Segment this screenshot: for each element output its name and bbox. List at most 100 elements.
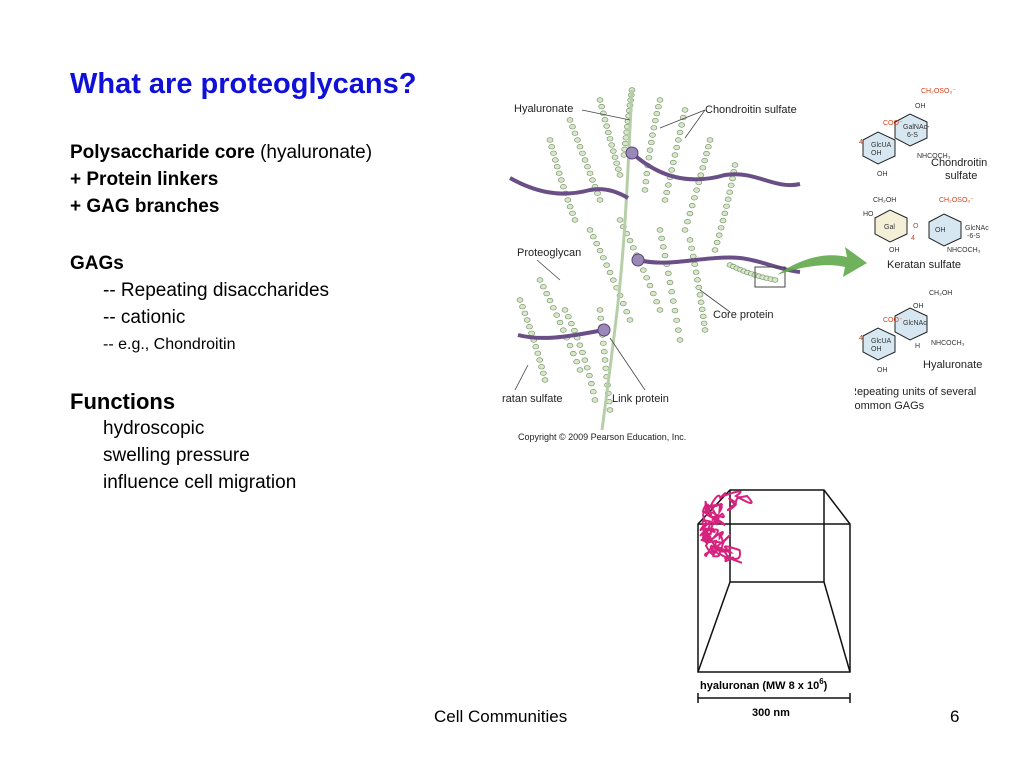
- callout-box: [754, 266, 786, 288]
- gag-bead: [661, 197, 669, 203]
- gag-bead: [603, 262, 610, 268]
- gag-bead: [693, 187, 700, 193]
- gag-bead: [546, 137, 554, 143]
- gag-bead: [543, 291, 551, 297]
- chem-label: GlcUA: [871, 338, 892, 345]
- scale-label: 300 nm: [752, 707, 790, 719]
- gag-bead: [668, 289, 675, 295]
- gag-bead: [660, 244, 667, 250]
- gag-bead: [606, 269, 614, 276]
- sugar-ring: [928, 213, 962, 247]
- gag-bead: [593, 241, 600, 247]
- functions-heading: Functions: [70, 389, 176, 414]
- gag-bead: [613, 160, 620, 166]
- gag-bead: [550, 150, 557, 156]
- gag-bead: [565, 314, 572, 320]
- proteoglycan-figure: Hyaluronate Chondroitin sulfate Proteogl…: [502, 87, 801, 442]
- caption-line-2: common GAGs: [855, 400, 925, 412]
- gag-bead: [551, 157, 559, 163]
- gag-bead: [586, 373, 593, 379]
- chem-label: GlcNAc: [965, 225, 989, 232]
- gag-bead: [576, 367, 584, 373]
- gag-bead: [650, 125, 658, 131]
- gag-bead: [676, 129, 684, 136]
- gag-bead: [622, 140, 629, 147]
- chem-label: CH₂OH: [873, 197, 896, 204]
- functions-item: influence cell migration: [103, 472, 297, 493]
- gag-bead: [652, 117, 659, 124]
- gag-bead: [569, 124, 576, 130]
- gag-bead: [611, 154, 619, 160]
- gag-bead: [692, 269, 700, 275]
- gag-bead: [673, 144, 680, 151]
- gag-branches-line: + GAG branches: [70, 196, 220, 217]
- chem-label: -6-S: [967, 233, 981, 240]
- gag-bead: [600, 340, 607, 346]
- hyaluronan-coil: [699, 490, 753, 564]
- sugar-ring: [862, 131, 896, 165]
- gag-bead: [653, 110, 661, 117]
- gag-bead: [726, 189, 733, 195]
- gag-bead: [650, 291, 657, 297]
- chem-label: OH: [915, 103, 926, 110]
- gag-bead: [600, 349, 608, 355]
- chem-label: GlcUA: [871, 142, 892, 149]
- gag-bead: [521, 310, 529, 316]
- gag-bead: [579, 349, 586, 356]
- gag-bead: [719, 218, 727, 224]
- gag-bead: [538, 364, 545, 370]
- gag-bead: [516, 297, 524, 303]
- gag-bead: [608, 142, 615, 148]
- chem-label: H: [915, 343, 920, 350]
- gag-bead: [586, 227, 594, 233]
- chem-label: HO: [863, 211, 874, 218]
- chem-label: NHCOCH₃: [947, 247, 981, 254]
- gags-item: -- e.g., Chondroitin: [103, 336, 236, 353]
- gag-bead: [645, 155, 653, 161]
- gag-bead: [576, 342, 584, 348]
- gag-bead: [648, 139, 655, 146]
- gag-bead: [670, 159, 677, 166]
- gag-bead: [588, 381, 595, 387]
- gag-bead: [729, 175, 736, 182]
- gag-bead: [658, 235, 665, 241]
- gag-bead: [697, 172, 705, 178]
- gag-bead: [675, 137, 682, 143]
- chem-label: Gal: [884, 224, 895, 231]
- gag-bead: [665, 270, 672, 276]
- slide-title: What are proteoglycans?: [70, 68, 417, 100]
- footer-title: Cell Communities: [434, 707, 568, 726]
- gag-bead: [661, 253, 669, 259]
- gag-bead: [671, 152, 679, 158]
- link-protein-node: [625, 146, 639, 160]
- gag-bead: [584, 164, 591, 170]
- gag-bead: [646, 147, 654, 153]
- gag-bead: [681, 107, 689, 113]
- gag-bead: [526, 324, 533, 330]
- gag-bead: [600, 255, 607, 261]
- chem-label: 6-S: [907, 132, 918, 139]
- gag-bead: [590, 234, 597, 240]
- chem-label: OH: [913, 303, 924, 310]
- core-protein: [637, 255, 801, 274]
- gag-units-figure: CH₂OSO₃⁻ OH GalNAc- 6-S COO⁻ GlcUA OH NH…: [855, 88, 989, 412]
- gag-bead: [590, 389, 597, 395]
- chem-label: GlcNAc: [903, 320, 927, 327]
- gag-bead: [561, 307, 569, 313]
- chem-label: OH: [877, 171, 888, 178]
- leader-lines: [514, 109, 731, 391]
- gag-bead: [601, 117, 609, 123]
- gag-bead: [596, 307, 604, 313]
- gag-bead: [626, 238, 634, 244]
- gag-bead: [598, 104, 605, 110]
- gag-bead: [675, 327, 682, 333]
- gag-bead: [723, 203, 730, 209]
- gag-bead: [606, 136, 614, 142]
- gag-bead: [570, 351, 577, 357]
- gag-bead: [671, 308, 679, 314]
- gag-bead: [620, 301, 627, 307]
- gag-bead: [681, 227, 689, 233]
- gag-bead: [519, 304, 526, 310]
- hyaluronan-label: hyaluronan (MW 8 x 106): [700, 677, 828, 692]
- gag-bead: [641, 187, 649, 193]
